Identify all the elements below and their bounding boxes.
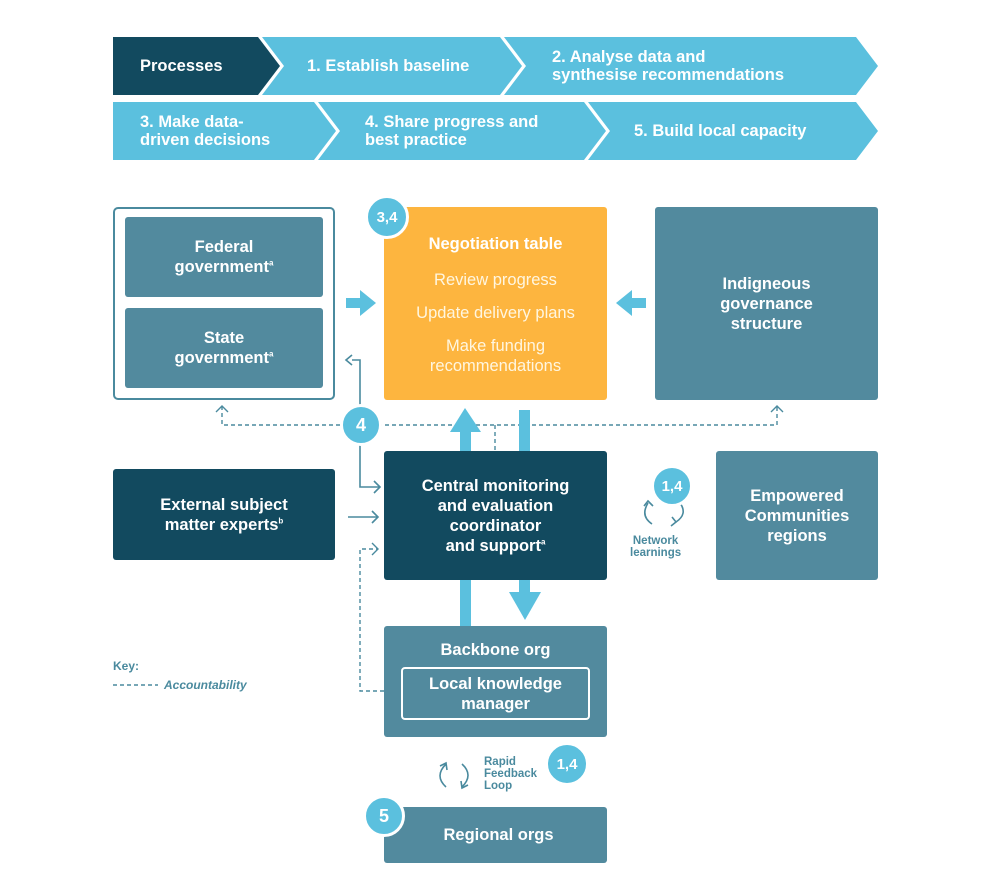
network-learnings-label: Network learnings xyxy=(630,535,682,559)
state-government-label: State governmenta xyxy=(174,329,274,367)
accountability-arrowheads xyxy=(215,405,784,556)
regional-orgs-label: Regional orgs xyxy=(443,826,554,844)
central-monitoring-label: Central monitoring and evaluation coordi… xyxy=(421,476,570,555)
external-experts-label: External subject matter expertsb xyxy=(160,495,288,534)
accountability-lines xyxy=(221,406,778,692)
federal-government-label: Federal governmenta xyxy=(174,238,274,276)
step-5-label: 5. Build local capacity xyxy=(634,122,807,140)
empowered-communities-box[interactable]: Empowered Communities regions xyxy=(716,451,878,580)
rapid-cycle-icon xyxy=(439,761,469,790)
badge-accountability: 4 xyxy=(340,404,382,446)
negotiation-item-update: Update delivery plans xyxy=(416,304,575,322)
badge-rapid: 1,4 xyxy=(545,742,589,786)
chevron-processes xyxy=(113,37,280,95)
step-1-label: 1. Establish baseline xyxy=(307,57,470,75)
chevron-step-2 xyxy=(504,37,878,95)
chevron-step-5 xyxy=(588,102,878,160)
chevron-step-1 xyxy=(262,37,522,95)
central-monitoring-box[interactable]: Central monitoring and evaluation coordi… xyxy=(384,451,607,580)
process-chevrons xyxy=(113,37,878,160)
thick-arrow-up-from-backbone xyxy=(460,580,471,626)
backbone-org-label: Backbone org xyxy=(440,641,551,659)
badge-network: 1,4 xyxy=(651,465,693,507)
regional-orgs-box[interactable]: Regional orgs xyxy=(384,807,607,863)
state-government-box[interactable]: State governmenta xyxy=(125,308,323,388)
rapid-feedback-label: Rapid Feedback Loop xyxy=(484,756,538,792)
local-knowledge-manager-label: Local knowledge manager xyxy=(429,674,562,713)
key-title: Key: xyxy=(113,659,140,673)
negotiation-table-box[interactable]: Negotiation table Review progress Update… xyxy=(384,207,607,400)
indigenous-governance-box[interactable]: Indigneous governance structure xyxy=(655,207,878,400)
step-2-label: 2. Analyse data and synthesise recommend… xyxy=(552,48,784,84)
indigenous-governance-label: Indigneous governance structure xyxy=(720,274,813,333)
negotiation-item-review: Review progress xyxy=(434,271,557,289)
step-4-label: 4. Share progress and best practice xyxy=(365,113,539,149)
external-experts-box[interactable]: External subject matter expertsb xyxy=(113,469,335,560)
badge-negotiation: 3,4 xyxy=(365,195,409,239)
key-accountability-label: Accountability xyxy=(164,678,247,692)
chevron-step-3 xyxy=(113,102,336,160)
chevron-step-4 xyxy=(318,102,606,160)
federal-government-box[interactable]: Federal governmenta xyxy=(125,217,323,297)
thick-arrow-down-from-negotiation xyxy=(519,410,530,451)
thick-arrow-up-to-negotiation xyxy=(450,408,481,451)
thick-arrow-left xyxy=(346,290,376,316)
badge-regional: 5 xyxy=(363,795,405,837)
negotiation-item-funding: Make funding recommendations xyxy=(429,337,562,375)
step-3-label: 3. Make data- driven decisions xyxy=(140,113,271,149)
solid-arrowheads xyxy=(344,354,382,524)
negotiation-table-title: Negotiation table xyxy=(428,235,563,253)
processes-label: Processes xyxy=(140,57,223,75)
thick-arrow-right xyxy=(616,290,646,316)
empowered-communities-label: Empowered Communities regions xyxy=(744,486,850,545)
thick-arrow-down-to-backbone xyxy=(509,580,541,620)
local-knowledge-manager-box[interactable]: Local knowledge manager xyxy=(401,667,590,720)
